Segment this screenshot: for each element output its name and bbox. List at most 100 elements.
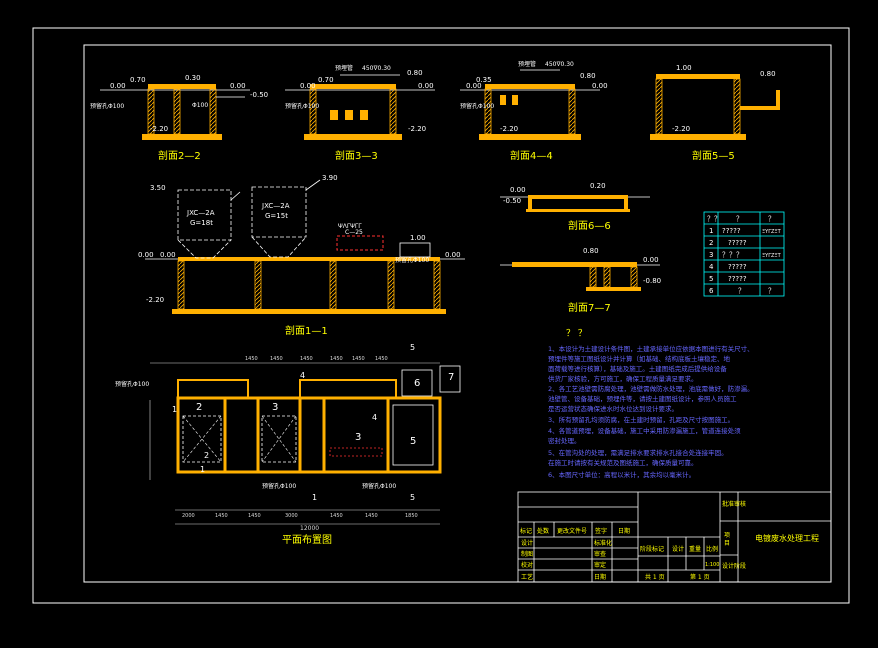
plan-dim-total: 12000 (300, 525, 319, 532)
plan-dim-top-3: 1450 (300, 356, 313, 362)
s55-level-3: -2.20 (672, 125, 690, 133)
notes-line-8: 3、所有预留孔均须防腐，在土建时预留，孔距及尺寸按图施工。 (548, 415, 734, 424)
s11-elev-7: -2.20 (146, 296, 164, 304)
design-notes: ？ ？ 1、本设计为土建设计条件图，土建承接单位应依据本图进行有关尺寸、 预埋件… (548, 329, 754, 479)
tb-header-count: 处数 (537, 527, 549, 535)
plan-dim-top-6: 1450 (375, 356, 388, 362)
s33-level-1: 0.00 (300, 82, 316, 90)
s11-elev-6: 0.00 (445, 251, 461, 259)
notes-line-6: 池壁管、设备基础，预埋件等，请按土建图纸设计，参照人员施工 (548, 394, 737, 403)
s44-level-5: -2.20 (500, 125, 518, 133)
notes-line-9: 4、各管道预埋，设备基础，施工中采用防渗漏施工，管道连接处须 (548, 426, 741, 435)
tb-header-mark: 标记 (520, 527, 532, 535)
s11-title: 剖面1—1 (285, 324, 328, 337)
plan-mark-12: 1 (200, 465, 205, 474)
tb-design-stage: 设计阶段 (722, 562, 746, 570)
legend-row-6-no: 6 (709, 287, 714, 295)
s11-equip-2: C—25 (345, 229, 363, 236)
s11-elev-2: 3.90 (322, 174, 338, 182)
tb-sheet-total: 共 1 页 (645, 573, 665, 581)
outer-frame (32, 27, 850, 604)
s66-level-1: 0.00 (510, 186, 526, 194)
tb-row-2-a: 制图 (521, 550, 533, 558)
tb-stage-scale: 比例 (706, 545, 718, 553)
tb-row-1-b: 标准化 (594, 539, 612, 547)
s11-tank-2-weight: G=15t (265, 212, 288, 220)
s55-title: 剖面5—5 (692, 149, 735, 162)
plan-mark-10: 3 (355, 432, 361, 443)
legend-row-5-name: ????? (728, 275, 747, 283)
plan-mark-8: 4 (300, 371, 305, 380)
s44-level-1: 0.35 (476, 76, 492, 84)
notes-line-12: 在施工时请按有关规范及图纸施工，确保质量可靠。 (548, 458, 698, 467)
section-2-2: 0.00 0.70 0.30 0.00 -0.50 -2.20 预留孔Φ100 … (90, 74, 268, 162)
legend-header-3: ？ (768, 215, 775, 223)
plan-dim-bottom-3: 1450 (248, 513, 261, 519)
s11-tank-2: JXC—2A (261, 202, 290, 210)
s77-title: 剖面7—7 (568, 301, 611, 314)
tb-header-sign: 签字 (595, 527, 607, 535)
plan-dim-bottom-7: 1850 (405, 513, 418, 519)
notes-line-5: 2、各工艺池壁需防腐处理，池壁需做防水处理，池底需做好，防渗漏。 (548, 384, 754, 393)
tb-proj-label-1: 项 (724, 532, 730, 539)
notes-line-11: 5、在管沟处的处理，需满足排水要求排水孔接合处连接牢固。 (548, 448, 728, 457)
s11-equip: ΨΛΓΨΓΓ (338, 223, 362, 230)
s22-level-3: 0.30 (185, 74, 201, 82)
section-1-1: 3.50 3.90 1.00 0.00 0.00 0.00 -2.20 JXC—… (138, 174, 465, 337)
tb-stage-weight: 重量 (689, 545, 701, 553)
s11-elev-3: 1.00 (410, 234, 426, 242)
s11-elev-4: 0.00 (138, 251, 154, 259)
notes-title: ？ ？ (566, 329, 587, 339)
legend-row-2-name: ????? (728, 239, 747, 247)
tb-row-1-a: 设计 (521, 539, 533, 547)
plan-dim-top-2: 1450 (270, 356, 283, 362)
tb-approve: 批准审核 (722, 500, 746, 508)
tb-stage-design: 设计 (672, 545, 684, 553)
s22-pipe-2: Φ100 (192, 102, 208, 109)
legend-row-1-no: 1 (709, 227, 713, 235)
notes-line-2: 预埋件等施工图纸设计并计算（如基础、结构底板土壤稳定、地 (548, 354, 731, 363)
legend-table: ？？ ？ ？ 1 ????? ΞΥΓΖΞΤ 2 ????? 3 ？？？ ΞΥΓΖ… (703, 211, 785, 297)
s66-level-3: 0.20 (590, 182, 606, 190)
tb-project-name: 电镀废水处理工程 (755, 533, 819, 543)
notes-line-4: 供货厂家核验，方可施工，确保工程质量满足要求。 (548, 374, 698, 383)
s77-level-2: 0.00 (643, 256, 659, 264)
s44-title: 剖面4—4 (510, 149, 553, 162)
s11-tank-1: JXC—2A (186, 209, 215, 217)
plan-dim-bottom-6: 1450 (365, 513, 378, 519)
s33-pipe: 预留孔Φ100 (285, 102, 319, 110)
tb-stage-mark: 阶段标记 (640, 545, 664, 553)
plan-pipe-1: 预留孔Φ100 (115, 380, 149, 388)
section-6-6: 0.00 -0.50 0.20 剖面6—6 (500, 182, 650, 232)
notes-line-7: 是否运营状态确保进水时水位达到设计要求。 (548, 404, 678, 413)
s11-elev-1: 3.50 (150, 184, 166, 192)
plan-mark-2: 3 (272, 402, 278, 413)
plan-mark-13: 1 (312, 493, 317, 502)
legend-row-3-name: ？？？ (722, 251, 743, 259)
tb-row-3-b: 审定 (594, 561, 606, 569)
notes-line-10: 密封处理。 (548, 436, 581, 445)
plan-dim-top-5: 1450 (352, 356, 365, 362)
s77-level-1: 0.80 (583, 247, 599, 255)
plan-mark-6: 6 (414, 378, 420, 389)
s33-level-5: -2.20 (408, 125, 426, 133)
legend-row-4-no: 4 (709, 263, 714, 271)
tb-proj-label-2: 目 (724, 540, 730, 547)
s33-level-3: 0.80 (407, 69, 423, 77)
s44-size: 450∇0.30 (545, 61, 574, 68)
s44-pipe: 预留孔Φ100 (460, 102, 494, 110)
s33-level-4: 0.00 (418, 82, 434, 90)
plan-mark-4: 5 (410, 343, 415, 352)
plan-mark-5: 5 (410, 436, 416, 447)
s66-title: 剖面6—6 (568, 219, 611, 232)
legend-row-4-name: ????? (728, 263, 747, 271)
plan-dim-bottom-4: 3000 (285, 513, 298, 519)
title-block (517, 491, 832, 583)
plan-mark-3: 1 (172, 405, 177, 414)
legend-row-1-name: ????? (722, 227, 741, 235)
s22-pipe: 预留孔Φ100 (90, 102, 124, 110)
legend-header-2: ？ (736, 215, 743, 223)
s22-level-4: 0.00 (230, 82, 246, 90)
s33-pipe-top: 预埋管 (335, 64, 353, 72)
